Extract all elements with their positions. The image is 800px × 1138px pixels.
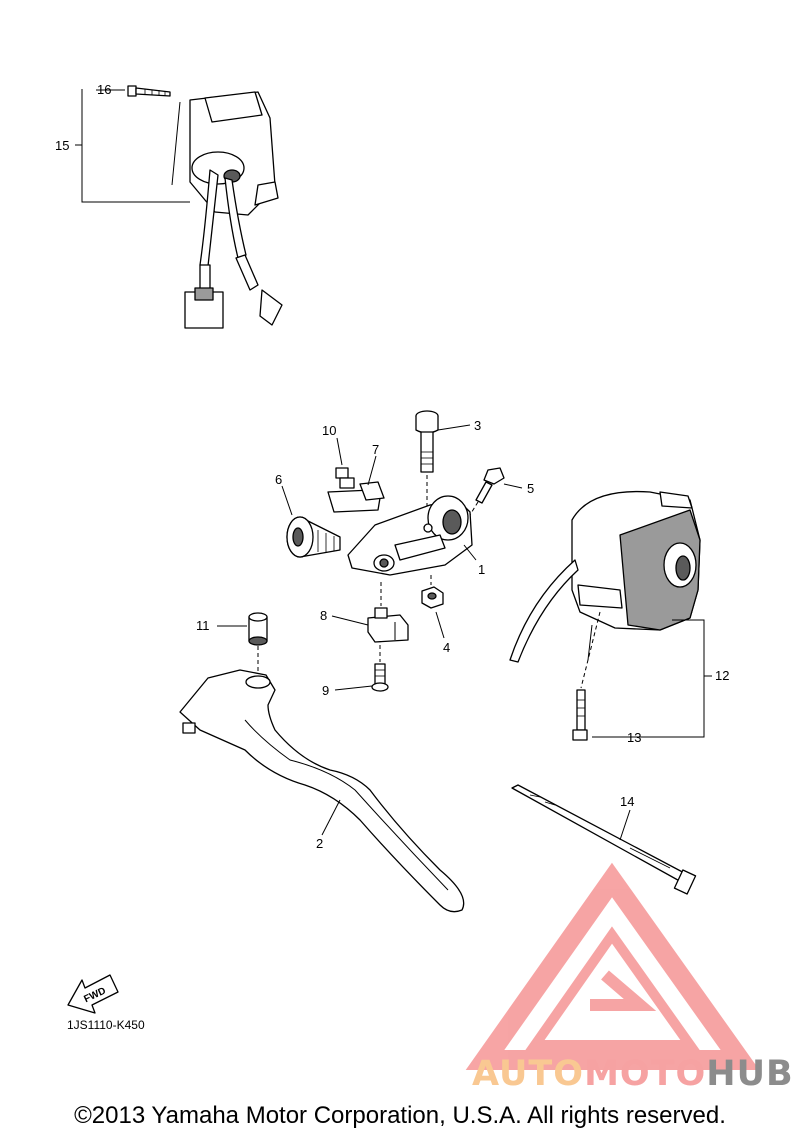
callout-5: 5 (527, 481, 534, 496)
callout-6: 6 (275, 472, 282, 487)
clip-7 (327, 481, 385, 513)
copyright-notice: ©2013 Yamaha Motor Corporation, U.S.A. A… (74, 1102, 726, 1129)
brand-part-hub: HUB (706, 1054, 794, 1094)
brand-part-auto: AUTO (472, 1054, 585, 1094)
callout-8: 8 (320, 608, 327, 623)
screw-9 (371, 663, 389, 692)
callout-12: 12 (715, 668, 729, 683)
bushing-11 (248, 612, 268, 646)
brand-logo-text: AUTOMOTOHUB (472, 1054, 794, 1094)
fwd-arrow: FWD (67, 974, 119, 1014)
screw-10 (335, 467, 355, 489)
callout-7: 7 (372, 442, 379, 457)
callout-1: 1 (478, 562, 485, 577)
lever-holder-1 (347, 495, 473, 576)
callout-9: 9 (322, 683, 329, 698)
callout-11: 11 (196, 618, 210, 633)
brand-part-moto: MOTO (584, 1054, 707, 1094)
nut-4 (421, 586, 444, 609)
callout-15: 15 (55, 138, 69, 153)
bolt-3 (415, 410, 439, 473)
callout-10: 10 (322, 423, 336, 438)
callout-3: 3 (474, 418, 481, 433)
right-switch-12 (509, 490, 701, 663)
screw-16 (127, 85, 171, 97)
watermark-logo (465, 862, 760, 1070)
callout-14: 14 (620, 794, 634, 809)
cable-tie-14 (511, 784, 697, 895)
left-switch-assembly (171, 91, 283, 329)
callout-4: 4 (443, 640, 450, 655)
bolt-5 (475, 467, 505, 504)
callout-13: 13 (627, 730, 641, 745)
diagram-code: 1JS1110-K450 (67, 1018, 145, 1032)
screw-13 (572, 689, 588, 741)
switch-8 (367, 607, 409, 643)
callout-16: 16 (97, 82, 111, 97)
adjuster-6 (286, 516, 341, 558)
brake-lever-2 (179, 669, 465, 913)
callout-2: 2 (316, 836, 323, 851)
